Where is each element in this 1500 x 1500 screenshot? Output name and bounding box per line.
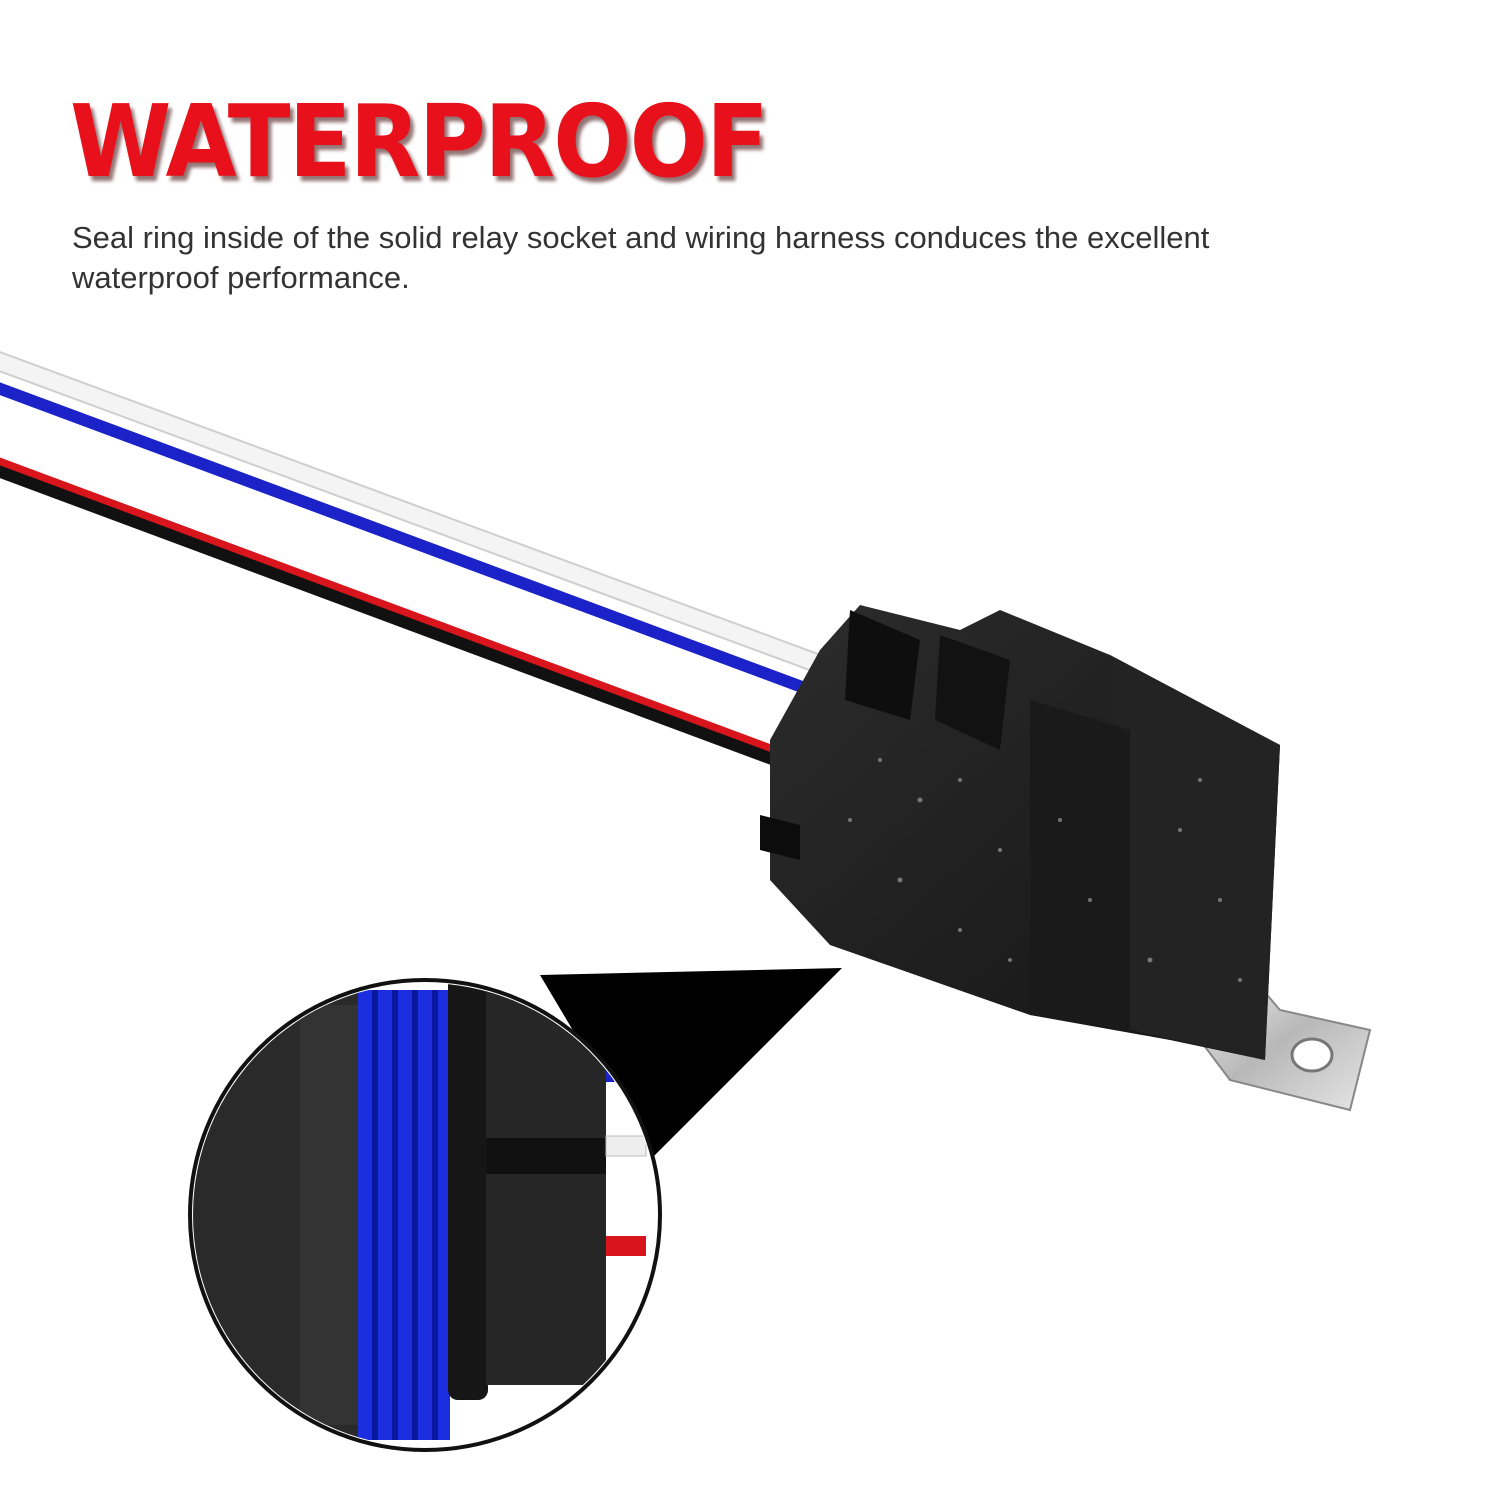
inset-wire-red (606, 1236, 646, 1256)
wire-harness (0, 351, 834, 768)
wire-black (0, 465, 783, 768)
headline: WATERPROOF (70, 83, 769, 200)
wire-red-stripe (0, 457, 782, 756)
description: Seal ring inside of the solid relay sock… (72, 220, 1210, 295)
seal-ring (358, 990, 450, 1440)
relay (760, 605, 1280, 1060)
bracket-hole (1290, 1037, 1334, 1073)
water-droplets (848, 758, 1242, 982)
inset-wire-white (605, 1135, 647, 1157)
wire-blue (0, 382, 813, 696)
wire-white (0, 353, 833, 676)
callout-pointer (540, 968, 842, 1160)
